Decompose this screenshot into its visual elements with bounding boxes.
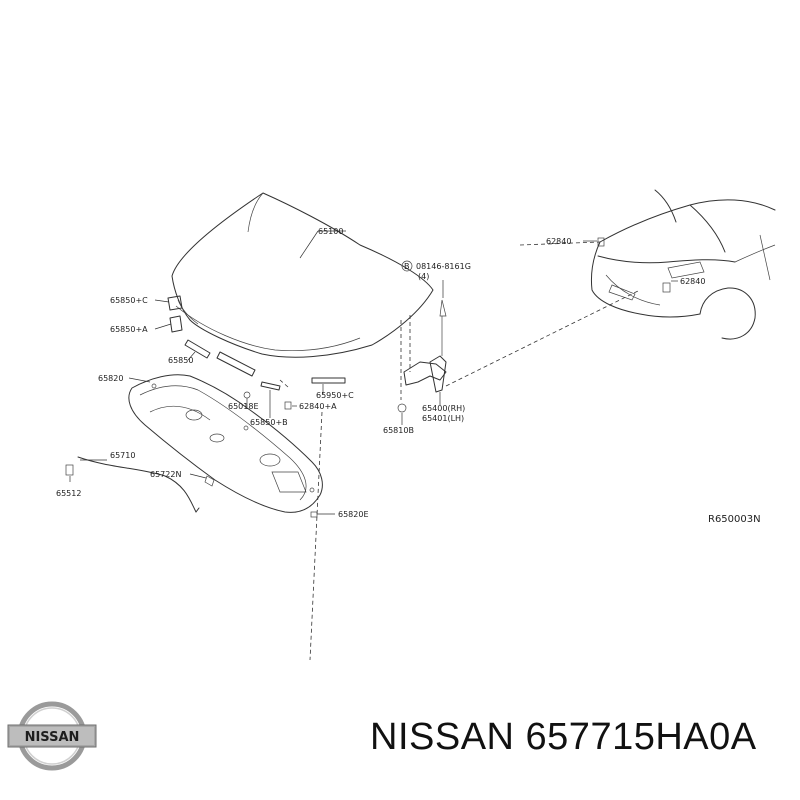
label-seal: 65850 xyxy=(168,356,193,365)
label-seal-a: 65850+A xyxy=(110,325,148,334)
logo-text: NISSAN xyxy=(25,730,80,745)
leader-lines xyxy=(69,230,678,515)
label-seal-b: 65850+B xyxy=(250,418,288,427)
release-cable xyxy=(65,456,215,513)
label-hinge-rh: 65400(RH) xyxy=(422,404,465,413)
label-bumper: 65018E xyxy=(228,402,259,411)
hood-insulator xyxy=(128,374,323,513)
nissan-logo: NISSAN xyxy=(7,701,97,771)
label-bolt-qty: (4) xyxy=(418,272,429,281)
label-clip-e: 65820E xyxy=(338,510,369,519)
label-hinge-lh: 65401(LH) xyxy=(422,414,464,423)
label-bolt-ref-b: 08146-8161G xyxy=(416,262,471,271)
label-insulator: 65820 xyxy=(98,374,123,383)
assembly-lines xyxy=(279,241,641,661)
small-fasteners xyxy=(243,237,671,518)
label-clip-cable: 65722N xyxy=(150,470,181,479)
vehicle-front-view xyxy=(591,189,776,340)
callout-labels: 65100 B 08146-8161G (4) 62840 62840 6585… xyxy=(56,227,761,525)
label-seal-c2: 65950+C xyxy=(316,391,354,400)
hood-hinge xyxy=(403,299,447,393)
label-hood: 65100 xyxy=(318,227,343,236)
hood-seals xyxy=(167,295,346,391)
bolt-ref-circle xyxy=(401,260,413,272)
part-number-caption: NISSAN 657715HA0A xyxy=(370,716,757,758)
label-bolt-ref-a: B xyxy=(404,262,410,271)
label-grommet: 65512 xyxy=(56,489,81,498)
diagram-ref: R650003N xyxy=(708,514,761,525)
label-clip-top: 62840 xyxy=(546,237,571,246)
label-seal-c: 65850+C xyxy=(110,296,148,305)
label-clip-a: 62840+A xyxy=(299,402,337,411)
hood-panel xyxy=(171,192,434,358)
label-nut: 65810B xyxy=(383,426,414,435)
label-cable: 65710 xyxy=(110,451,135,460)
label-clip-mid: 62840 xyxy=(680,277,705,286)
